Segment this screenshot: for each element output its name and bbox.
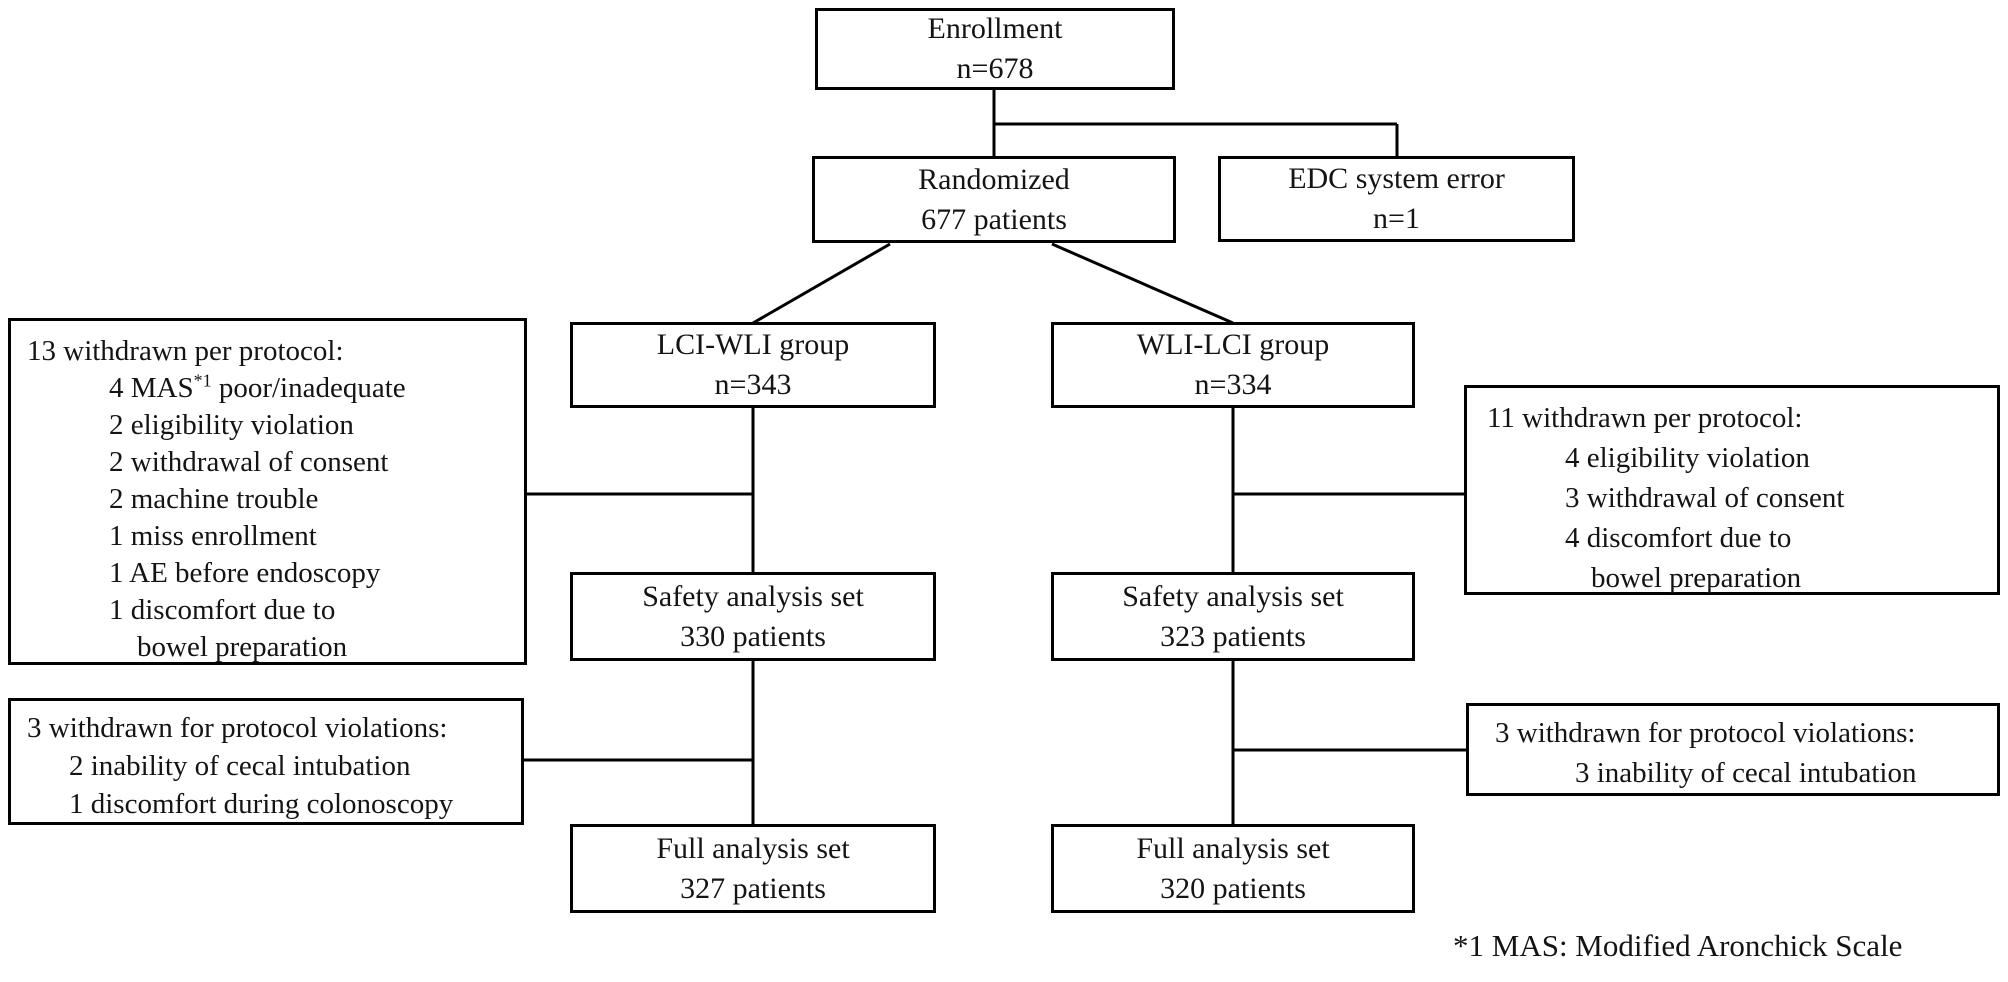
randomized-count: 677 patients: [921, 202, 1067, 236]
lci-withdrawn-protocol-item: 1 discomfort due to: [109, 594, 336, 626]
lci-withdrawn-protocol-item: 2 withdrawal of consent: [109, 446, 389, 478]
wli-withdrawn-protocol-item: 4 discomfort due to: [1565, 522, 1792, 554]
edc-error-box: EDC system error n=1: [1218, 156, 1575, 242]
mas-footnote: *1 MAS: Modified Aronchick Scale: [1453, 928, 1903, 963]
lci-withdrawn-protocol-item: 1 AE before endoscopy: [109, 557, 381, 589]
wli-withdrawn-protocol-header: 11 withdrawn per protocol:: [1487, 402, 1803, 434]
lci-withdrawn-violations-box: 3 withdrawn for protocol violations: 2 i…: [8, 698, 524, 825]
wli-withdrawn-protocol-box: 11 withdrawn per protocol: 4 eligibility…: [1464, 385, 2000, 595]
full-analysis-lci-count: 327 patients: [680, 871, 826, 905]
safety-analysis-lci-title: Safety analysis set: [642, 579, 864, 613]
wli-withdrawn-violations-box: 3 withdrawn for protocol violations: 3 i…: [1466, 703, 2000, 796]
edc-error-title: EDC system error: [1288, 162, 1505, 195]
full-analysis-lci-box: Full analysis set 327 patients: [570, 824, 936, 913]
enrollment-box: Enrollment n=678: [815, 8, 1175, 90]
wli-withdrawn-protocol-item: 4 eligibility violation: [1565, 442, 1810, 474]
enrollment-count: n=678: [956, 52, 1034, 85]
wli-lci-group-box: WLI-LCI group n=334: [1051, 322, 1415, 408]
wli-lci-group-title: WLI-LCI group: [1136, 328, 1330, 361]
connector-randomized-lci-diagonal: [752, 242, 891, 325]
connector-randomized-wli-diagonal: [1051, 242, 1234, 325]
full-analysis-lci-title: Full analysis set: [656, 831, 850, 865]
lci-wli-group-title: LCI-WLI group: [656, 328, 850, 361]
edc-error-count: n=1: [1373, 202, 1420, 235]
randomized-box: Randomized 677 patients: [812, 156, 1176, 243]
wli-lci-group-count: n=334: [1194, 368, 1272, 401]
lci-withdrawn-violations-header: 3 withdrawn for protocol violations:: [27, 712, 448, 744]
safety-analysis-wli-title: Safety analysis set: [1122, 579, 1344, 613]
safety-analysis-wli-count: 323 patients: [1160, 619, 1306, 653]
lci-wli-group-box: LCI-WLI group n=343: [570, 322, 936, 408]
mas-footnote-marker: *1: [193, 370, 212, 391]
lci-withdrawn-protocol-item: 2 eligibility violation: [109, 409, 354, 441]
lci-withdrawn-protocol-continuation: bowel preparation: [137, 631, 348, 663]
wli-withdrawn-violations-header: 3 withdrawn for protocol violations:: [1495, 717, 1916, 749]
lci-wli-group-count: n=343: [714, 368, 792, 401]
lci-withdrawn-violations-item: 2 inability of cecal intubation: [69, 750, 411, 782]
wli-withdrawn-protocol-continuation: bowel preparation: [1591, 562, 1802, 594]
wli-withdrawn-protocol-item: 3 withdrawal of consent: [1565, 482, 1845, 514]
full-analysis-wli-title: Full analysis set: [1136, 831, 1330, 865]
lci-withdrawn-protocol-box: 13 withdrawn per protocol: 4 MAS*1 poor/…: [8, 318, 527, 665]
randomized-title: Randomized: [918, 162, 1070, 196]
full-analysis-wli-count: 320 patients: [1160, 871, 1306, 905]
full-analysis-wli-box: Full analysis set 320 patients: [1051, 824, 1415, 913]
lci-withdrawn-protocol-item: 2 machine trouble: [109, 483, 319, 515]
enrollment-title: Enrollment: [927, 12, 1063, 45]
lci-withdrawn-protocol-item-mas: 4 MAS*1 poor/inadequate: [109, 370, 406, 404]
lci-withdrawn-protocol-item: 1 miss enrollment: [109, 520, 317, 552]
safety-analysis-wli-box: Safety analysis set 323 patients: [1051, 572, 1415, 661]
safety-analysis-lci-box: Safety analysis set 330 patients: [570, 572, 936, 661]
lci-withdrawn-protocol-header: 13 withdrawn per protocol:: [27, 335, 344, 367]
safety-analysis-lci-count: 330 patients: [680, 619, 826, 653]
wli-withdrawn-violations-item: 3 inability of cecal intubation: [1575, 757, 1917, 789]
lci-withdrawn-violations-item: 1 discomfort during colonoscopy: [69, 788, 454, 820]
